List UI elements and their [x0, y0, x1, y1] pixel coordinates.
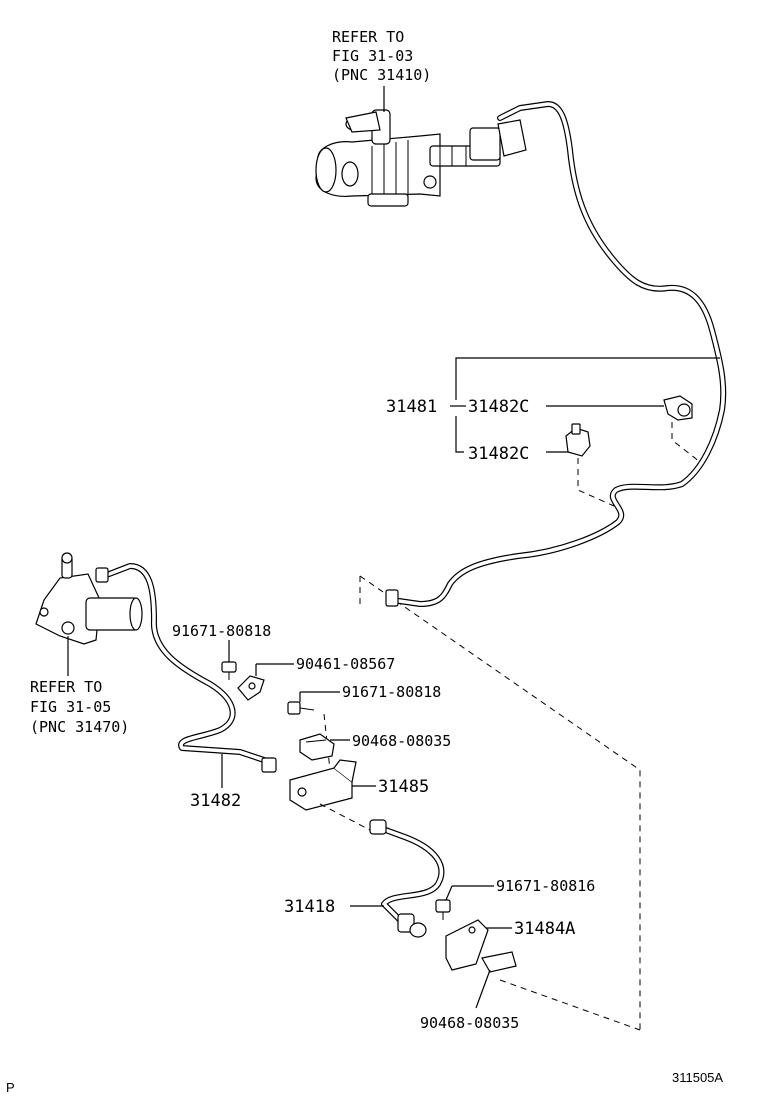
part-90468-08035-a: 90468-08035	[352, 732, 451, 750]
tube-flare-nut-icon	[261, 757, 277, 773]
refer-left-line3: (PNC 31470)	[30, 718, 129, 736]
bracket-icon	[289, 759, 357, 811]
hose-clip-icon	[299, 733, 335, 761]
refer-top-line3: (PNC 31410)	[332, 66, 431, 84]
refer-left-line1: REFER TO	[30, 678, 102, 696]
part-31485: 31485	[378, 777, 429, 797]
part-31482c-upper: 31482C	[468, 397, 529, 417]
refer-left-line2: FIG 31-05	[30, 698, 111, 716]
clutch-release-cylinder-icon	[35, 552, 143, 645]
tube-flare-nut-icon	[385, 589, 399, 607]
bracket-icon	[445, 919, 517, 973]
part-90468-08035-b: 90468-08035	[420, 1014, 519, 1032]
clutch-master-cylinder-icon	[315, 109, 527, 207]
part-31482c-lower: 31482C	[468, 444, 529, 464]
flexible-hose-icon	[369, 819, 445, 938]
figure-code: 311505A	[672, 1070, 723, 1085]
tube-flare-nut-icon	[95, 567, 109, 583]
leader-line	[475, 969, 491, 1009]
refer-top-line1: REFER TO	[332, 28, 404, 46]
tube-clamp-icon	[565, 423, 591, 457]
clutch-tube-lower	[95, 563, 277, 773]
dashed-leader	[499, 979, 641, 1031]
tube-clamp-icon	[663, 395, 693, 421]
part-91671-80816: 91671-80816	[496, 877, 595, 895]
dashed-leader	[323, 713, 331, 771]
part-31418: 31418	[284, 897, 335, 917]
leader-line	[445, 885, 453, 901]
refer-top-line2: FIG 31-03	[332, 47, 413, 65]
clutch-tube-upper	[385, 101, 727, 607]
tube-clamp-icon	[237, 675, 265, 701]
dashed-region-outline	[359, 575, 641, 1030]
clamp-group-leaders	[450, 357, 720, 507]
part-31481: 31481	[386, 397, 437, 417]
part-90461-08567: 90461-08567	[296, 655, 395, 673]
dashed-leader	[319, 803, 371, 831]
bolt-icon	[435, 899, 451, 920]
part-91671-80818-a: 91671-80818	[172, 622, 271, 640]
part-91671-80818-b: 91671-80818	[342, 683, 441, 701]
part-31482: 31482	[190, 791, 241, 811]
part-31484a: 31484A	[514, 919, 575, 939]
bolt-icon	[221, 661, 237, 680]
bolt-icon	[287, 701, 315, 715]
corner-marker-p: P	[6, 1080, 15, 1095]
